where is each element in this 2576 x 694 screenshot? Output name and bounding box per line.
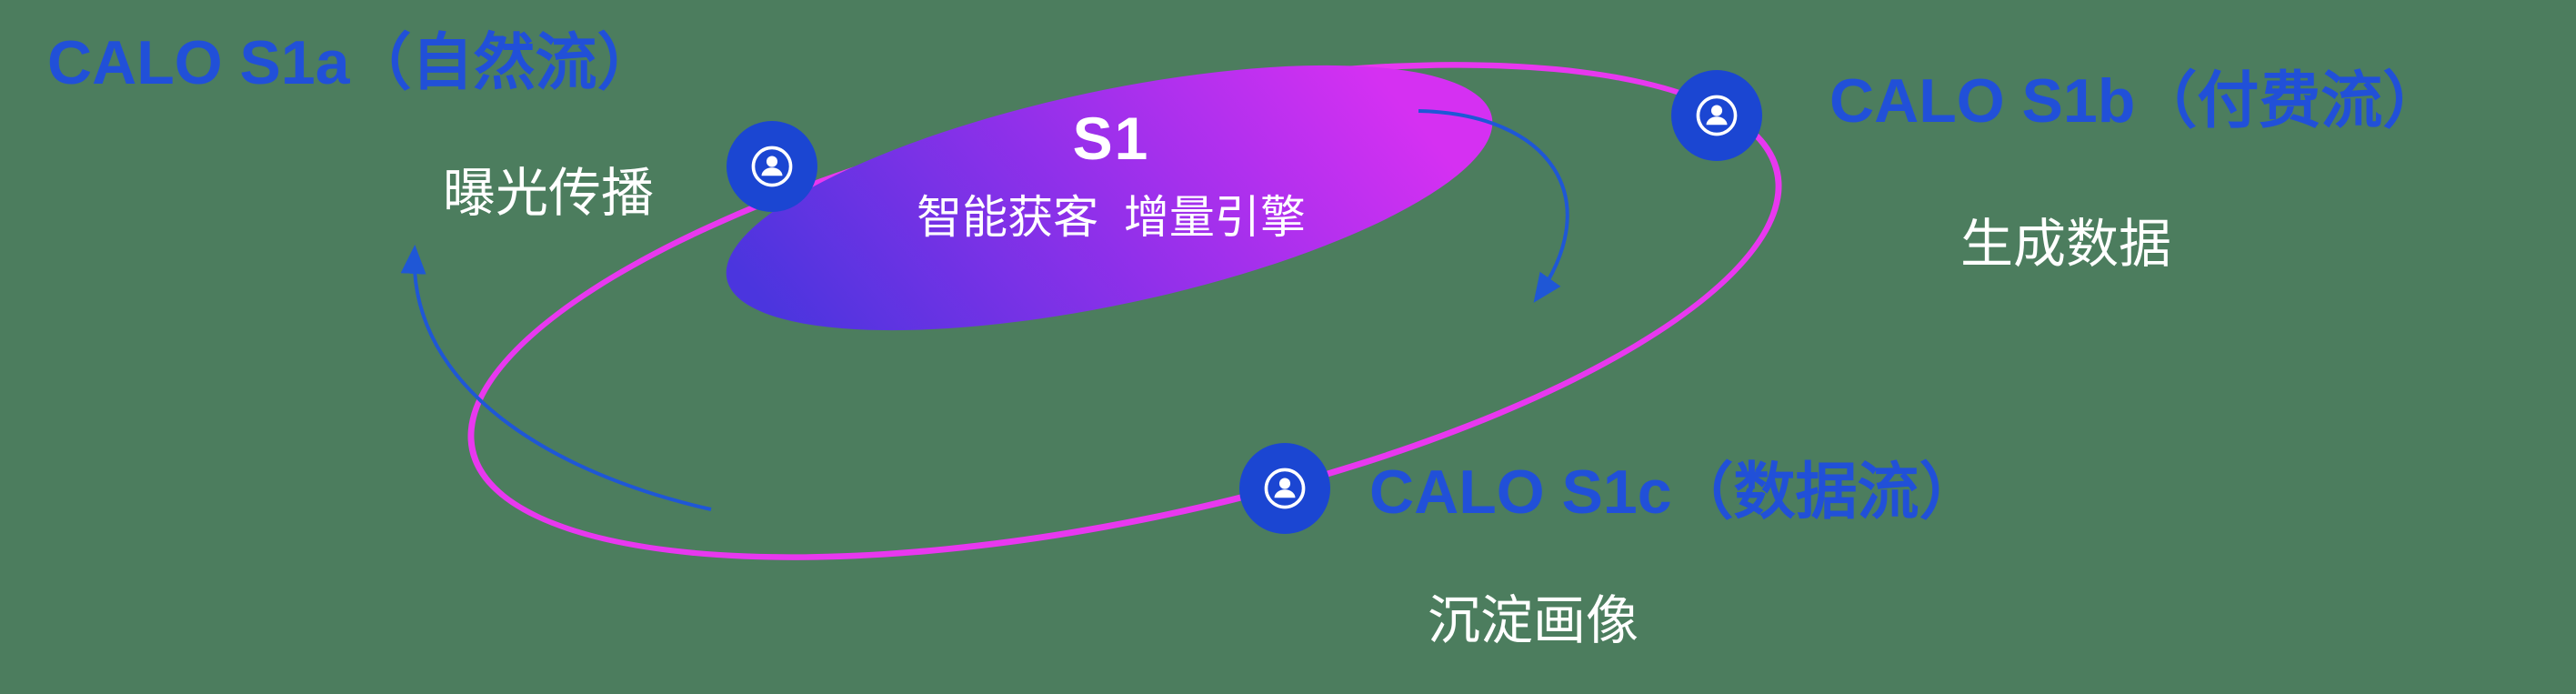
node-s1c-title: CALO S1c（数据流） bbox=[1369, 458, 1981, 527]
node-s1b-subtitle: 生成数据 bbox=[1960, 215, 2172, 274]
node-s1b bbox=[1671, 70, 1762, 161]
core-title: S1 bbox=[1072, 105, 1150, 172]
node-s1c-subtitle: 沉淀画像 bbox=[1428, 591, 1639, 650]
node-s1c bbox=[1239, 443, 1330, 534]
node-s1a-title: CALO S1a（自然流） bbox=[47, 28, 659, 97]
user-icon bbox=[1258, 462, 1311, 515]
core-label: S1 智能获客 增量引擎 bbox=[747, 106, 1475, 246]
node-s1a-subtitle: 曝光传播 bbox=[443, 164, 655, 223]
node-s1a bbox=[727, 121, 817, 212]
core-subtitle: 智能获客 增量引擎 bbox=[917, 191, 1306, 243]
node-s1b-title: CALO S1b（付费流） bbox=[1829, 66, 2445, 136]
user-icon bbox=[1690, 89, 1743, 142]
user-icon bbox=[746, 140, 798, 193]
